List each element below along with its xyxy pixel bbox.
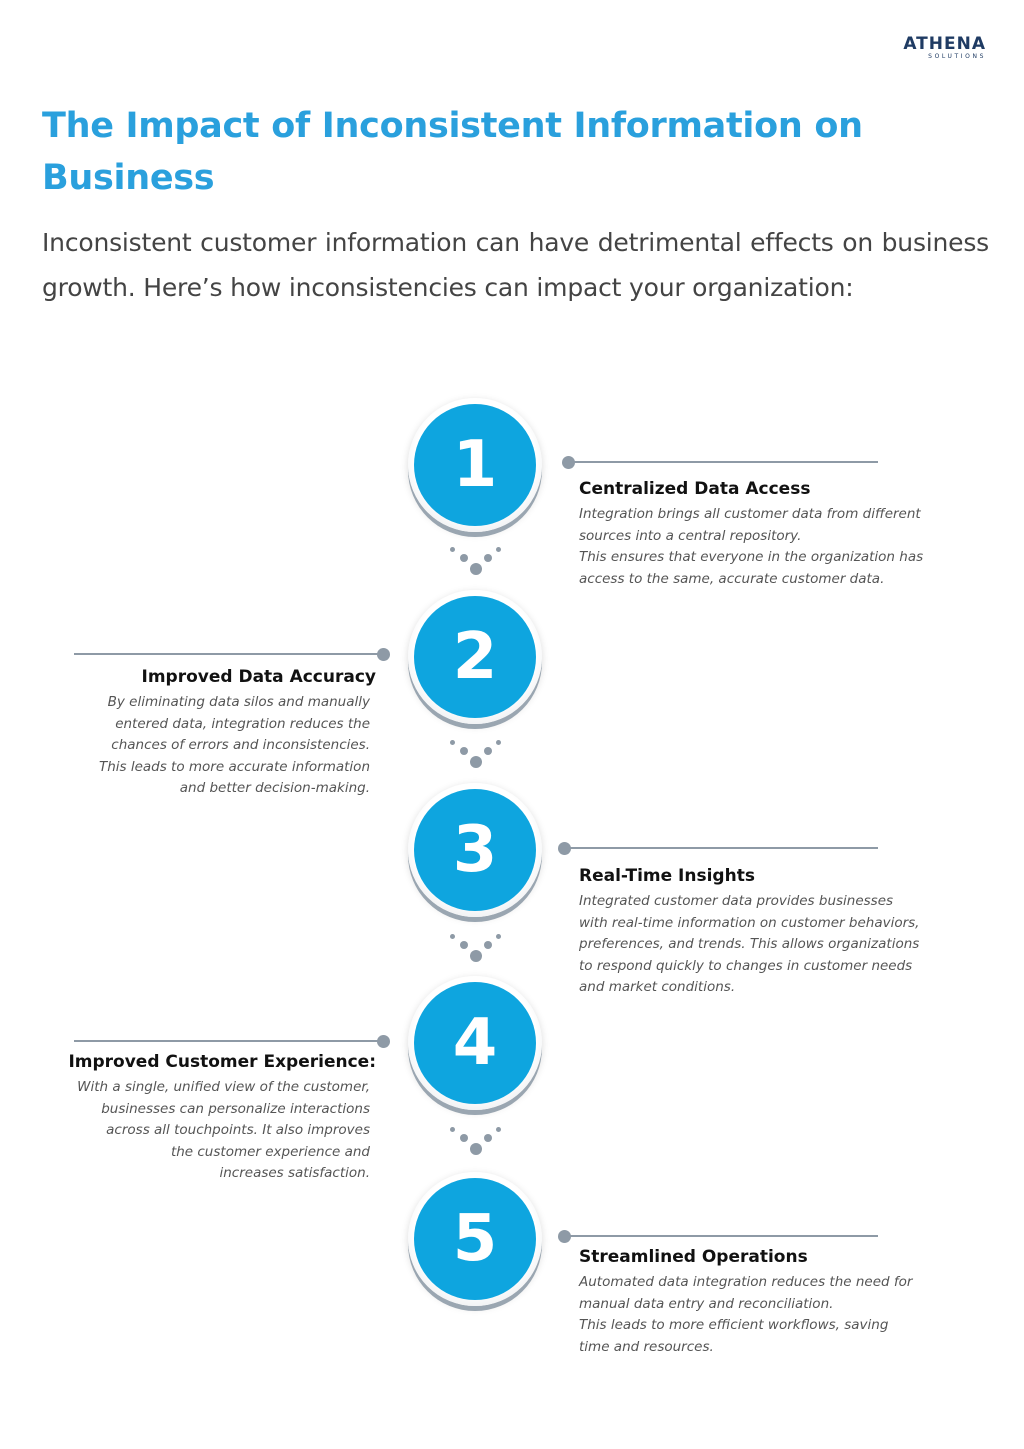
dots-connector-1 bbox=[450, 545, 502, 575]
item-title-2: Improved Data Accuracy bbox=[141, 667, 377, 687]
item-desc-3-line: and market conditions. bbox=[579, 979, 736, 996]
item-title-3: Real-Time Insights bbox=[579, 866, 755, 886]
step-circle-1: 1 bbox=[408, 398, 542, 532]
item-desc-2-line: This leads to more accurate information bbox=[98, 758, 370, 775]
item-desc-3-line: to respond quickly to changes in custome… bbox=[579, 957, 913, 974]
dots-connector-2 bbox=[450, 738, 502, 768]
item-desc-5: Automated data integration reduces the n… bbox=[579, 1272, 959, 1358]
connector-line-4 bbox=[74, 1040, 384, 1042]
step-number-2: 2 bbox=[414, 596, 536, 718]
item-desc-1-line: Integration brings all customer data fro… bbox=[579, 506, 921, 522]
item-desc-3-line: preferences, and trends. This allows org… bbox=[579, 936, 920, 953]
item-desc-3-line: with real-time information on customer b… bbox=[579, 914, 920, 931]
item-desc-2-line: By eliminating data silos and manually bbox=[107, 694, 370, 710]
page-title: The Impact of Inconsistent Information o… bbox=[42, 106, 863, 198]
step-circle-5: 5 bbox=[408, 1172, 542, 1306]
connector-dot-4 bbox=[377, 1035, 390, 1048]
item-desc-1-line: This ensures that everyone in the organi… bbox=[579, 549, 924, 566]
step-number-3: 3 bbox=[414, 789, 536, 911]
connector-line-2 bbox=[74, 653, 384, 655]
item-desc-4-line: businesses can personalize interactions bbox=[101, 1100, 370, 1117]
item-desc-4-line: With a single, unified view of the custo… bbox=[77, 1079, 370, 1095]
connector-line-5 bbox=[564, 1235, 878, 1237]
item-desc-5-line: time and resources. bbox=[579, 1338, 714, 1355]
logo-name: ATHENA bbox=[903, 34, 986, 54]
intro-paragraph: Inconsistent customer information can ha… bbox=[42, 228, 989, 302]
step-number-1: 1 bbox=[414, 404, 536, 526]
item-desc-4: With a single, unified view of the custo… bbox=[60, 1077, 370, 1185]
connector-line-1 bbox=[568, 461, 878, 463]
item-desc-2-line: entered data, integration reduces the bbox=[115, 715, 370, 732]
dots-connector-3 bbox=[450, 932, 502, 962]
item-desc-1-line: sources into a central repository. bbox=[579, 527, 802, 544]
step-circle-4: 4 bbox=[408, 976, 542, 1110]
step-number-5: 5 bbox=[414, 1178, 536, 1300]
item-desc-4-line: the customer experience and bbox=[170, 1143, 370, 1160]
step-circle-3: 3 bbox=[408, 783, 542, 917]
item-title-4: Improved Customer Experience: bbox=[68, 1052, 376, 1072]
item-desc-4-line: across all touchpoints. It also improves bbox=[106, 1122, 370, 1139]
item-desc-5-line: Automated data integration reduces the n… bbox=[579, 1274, 913, 1290]
item-desc-1-line: access to the same, accurate customer da… bbox=[579, 570, 885, 587]
item-desc-5-line: manual data entry and reconciliation. bbox=[579, 1295, 834, 1312]
item-desc-3: Integrated customer data provides busine… bbox=[579, 891, 959, 999]
item-title-1: Centralized Data Access bbox=[579, 479, 811, 499]
athena-logo: ATHENA SOLUTIONS bbox=[896, 34, 986, 62]
item-desc-1: Integration brings all customer data fro… bbox=[579, 504, 959, 590]
item-desc-2-line: and better decision-making. bbox=[179, 780, 370, 797]
step-number-4: 4 bbox=[414, 982, 536, 1104]
logo-subtitle: SOLUTIONS bbox=[928, 53, 986, 60]
item-desc-3-line: Integrated customer data provides busine… bbox=[579, 893, 894, 909]
connector-dot-2 bbox=[377, 648, 390, 661]
item-desc-5-line: This leads to more efficient workflows, … bbox=[579, 1317, 889, 1334]
step-circle-2: 2 bbox=[408, 590, 542, 724]
item-desc-4-line: increases satisfaction. bbox=[219, 1165, 370, 1182]
item-desc-2-line: chances of errors and inconsistencies. bbox=[111, 737, 370, 754]
dots-connector-4 bbox=[450, 1125, 502, 1155]
item-desc-2: By eliminating data silos and manually e… bbox=[60, 692, 370, 800]
connector-line-3 bbox=[564, 847, 878, 849]
item-title-5: Streamlined Operations bbox=[579, 1247, 808, 1267]
